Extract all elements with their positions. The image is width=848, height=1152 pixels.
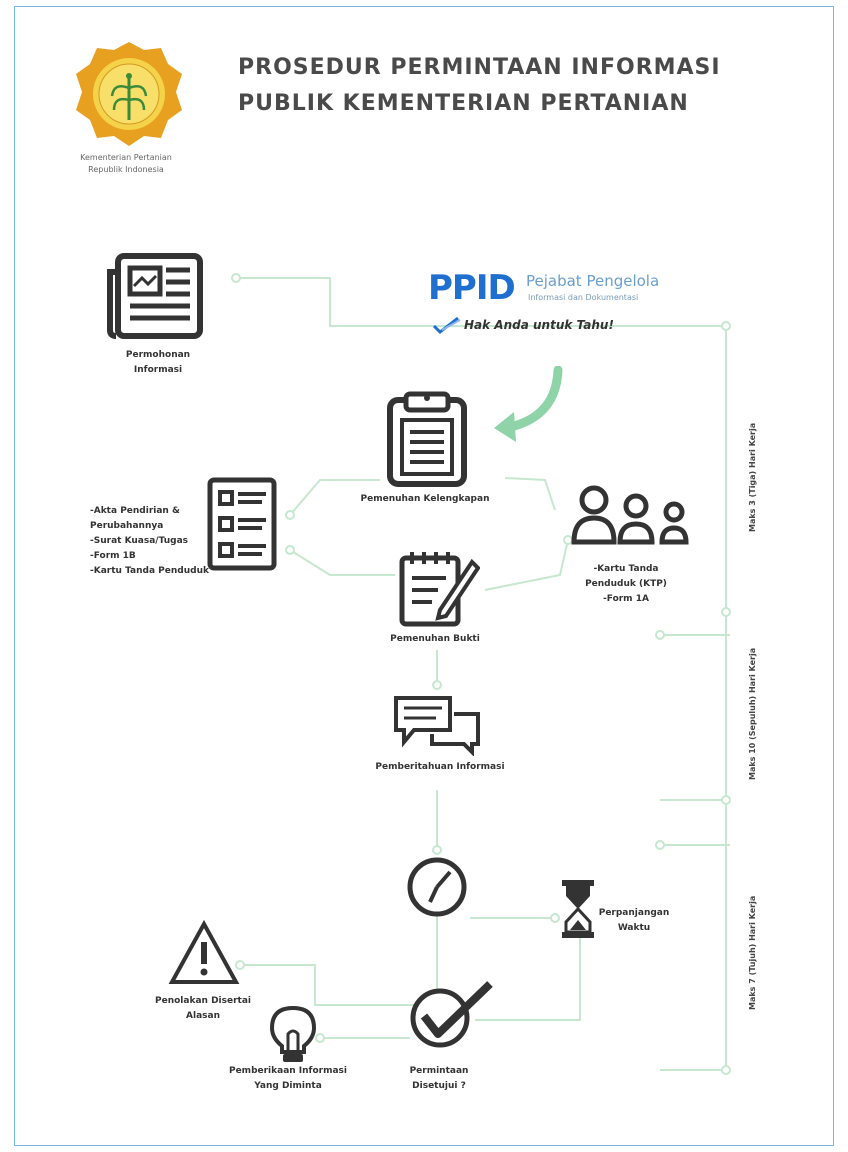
label-penolakan: Penolakan Disertai Alasan (128, 994, 278, 1024)
ppid-wordmark: PPID (428, 268, 516, 308)
timeline-label-3: Maks 7 (Tujuh) Hari Kerja (748, 895, 757, 1010)
hourglass-icon (562, 880, 594, 938)
label-pemberian-line2: Yang Diminta (254, 1081, 322, 1091)
timeline-label-1: Maks 3 (Tiga) Hari Kerja (748, 422, 757, 532)
clipboard-icon (387, 391, 467, 487)
warning-triangle-icon (168, 920, 240, 984)
title-line2: PUBLIK KEMENTERIAN PERTANIAN (238, 91, 689, 116)
kementan-logo-icon (76, 42, 182, 146)
chat-bubbles-icon (394, 696, 480, 756)
check-swoosh-icon (432, 316, 461, 334)
page-frame (14, 6, 834, 1146)
ppid-subname: Informasi dan Dokumentasi (528, 293, 639, 302)
logo-caption-line1: Kementerian Pertanian (80, 153, 172, 162)
label-penolakan-line1: Penolakan Disertai (155, 996, 251, 1006)
people-group-icon (571, 485, 689, 545)
label-pemberian-line1: Pemberikaan Informasi (228, 1066, 347, 1076)
label-kelengkapan: Pemenuhan Kelengkapan (360, 494, 490, 504)
timeline-label-2: Maks 10 (Sepuluh) Hari Kerja (748, 647, 757, 780)
title-line1: PROSEDUR PERMINTAAN INFORMASI (238, 55, 721, 80)
label-penolakan-line2: Alasan (186, 1011, 220, 1021)
curved-arrow-icon (494, 366, 563, 442)
clock-icon (407, 857, 467, 917)
right-req-3: -Form 1A (603, 594, 649, 604)
ppid-tagline: Hak Anda untuk Tahu! (464, 318, 614, 332)
logo-caption: Kementerian Pertanian Republik Indonesia (56, 152, 196, 176)
check-circle-icon (410, 981, 493, 1048)
right-req-2: Penduduk (KTP) (585, 579, 667, 589)
left-req-4: -Form 1B (90, 551, 136, 561)
newspaper-icon (107, 253, 203, 339)
label-pemberitahuan: Pemberitahuan Informasi (375, 762, 505, 772)
label-permintaan-line2: Disetujui ? (412, 1081, 466, 1091)
lightbulb-icon (269, 1005, 317, 1062)
label-perpanjangan: Perpanjangan Waktu (594, 906, 674, 936)
label-permohonan: Permohonan Informasi (108, 348, 208, 378)
ppid-name: Pejabat Pengelola (526, 272, 660, 290)
label-permohonan-line2: Informasi (133, 365, 183, 375)
form-list-icon (207, 477, 277, 571)
page-title: PROSEDUR PERMINTAAN INFORMASI PUBLIK KEM… (238, 50, 798, 122)
logo-caption-line2: Republik Indonesia (88, 165, 164, 174)
label-perpanjangan-line1: Perpanjangan (598, 908, 670, 918)
label-perpanjangan-line2: Waktu (617, 923, 651, 933)
right-req-1: -Kartu Tanda (593, 564, 659, 574)
left-req-2: Perubahannya (90, 521, 164, 531)
left-req-3: -Surat Kuasa/Tugas (90, 536, 189, 546)
notepad-pen-icon (399, 552, 480, 627)
left-req-5: -Kartu Tanda Penduduk (90, 566, 209, 576)
left-req-1: -Akta Pendirian & (90, 506, 180, 516)
label-permohonan-line1: Permohonan (125, 350, 191, 360)
left-requirements: -Akta Pendirian & Perubahannya -Surat Ku… (90, 504, 260, 579)
label-bukti: Pemenuhan Bukti (390, 634, 480, 644)
label-permintaan-line1: Permintaan (409, 1066, 469, 1076)
right-requirements: -Kartu Tanda Penduduk (KTP) -Form 1A (566, 562, 686, 607)
label-pemberian: Pemberikaan Informasi Yang Diminta (208, 1064, 368, 1094)
label-permintaan: Permintaan Disetujui ? (384, 1064, 494, 1094)
